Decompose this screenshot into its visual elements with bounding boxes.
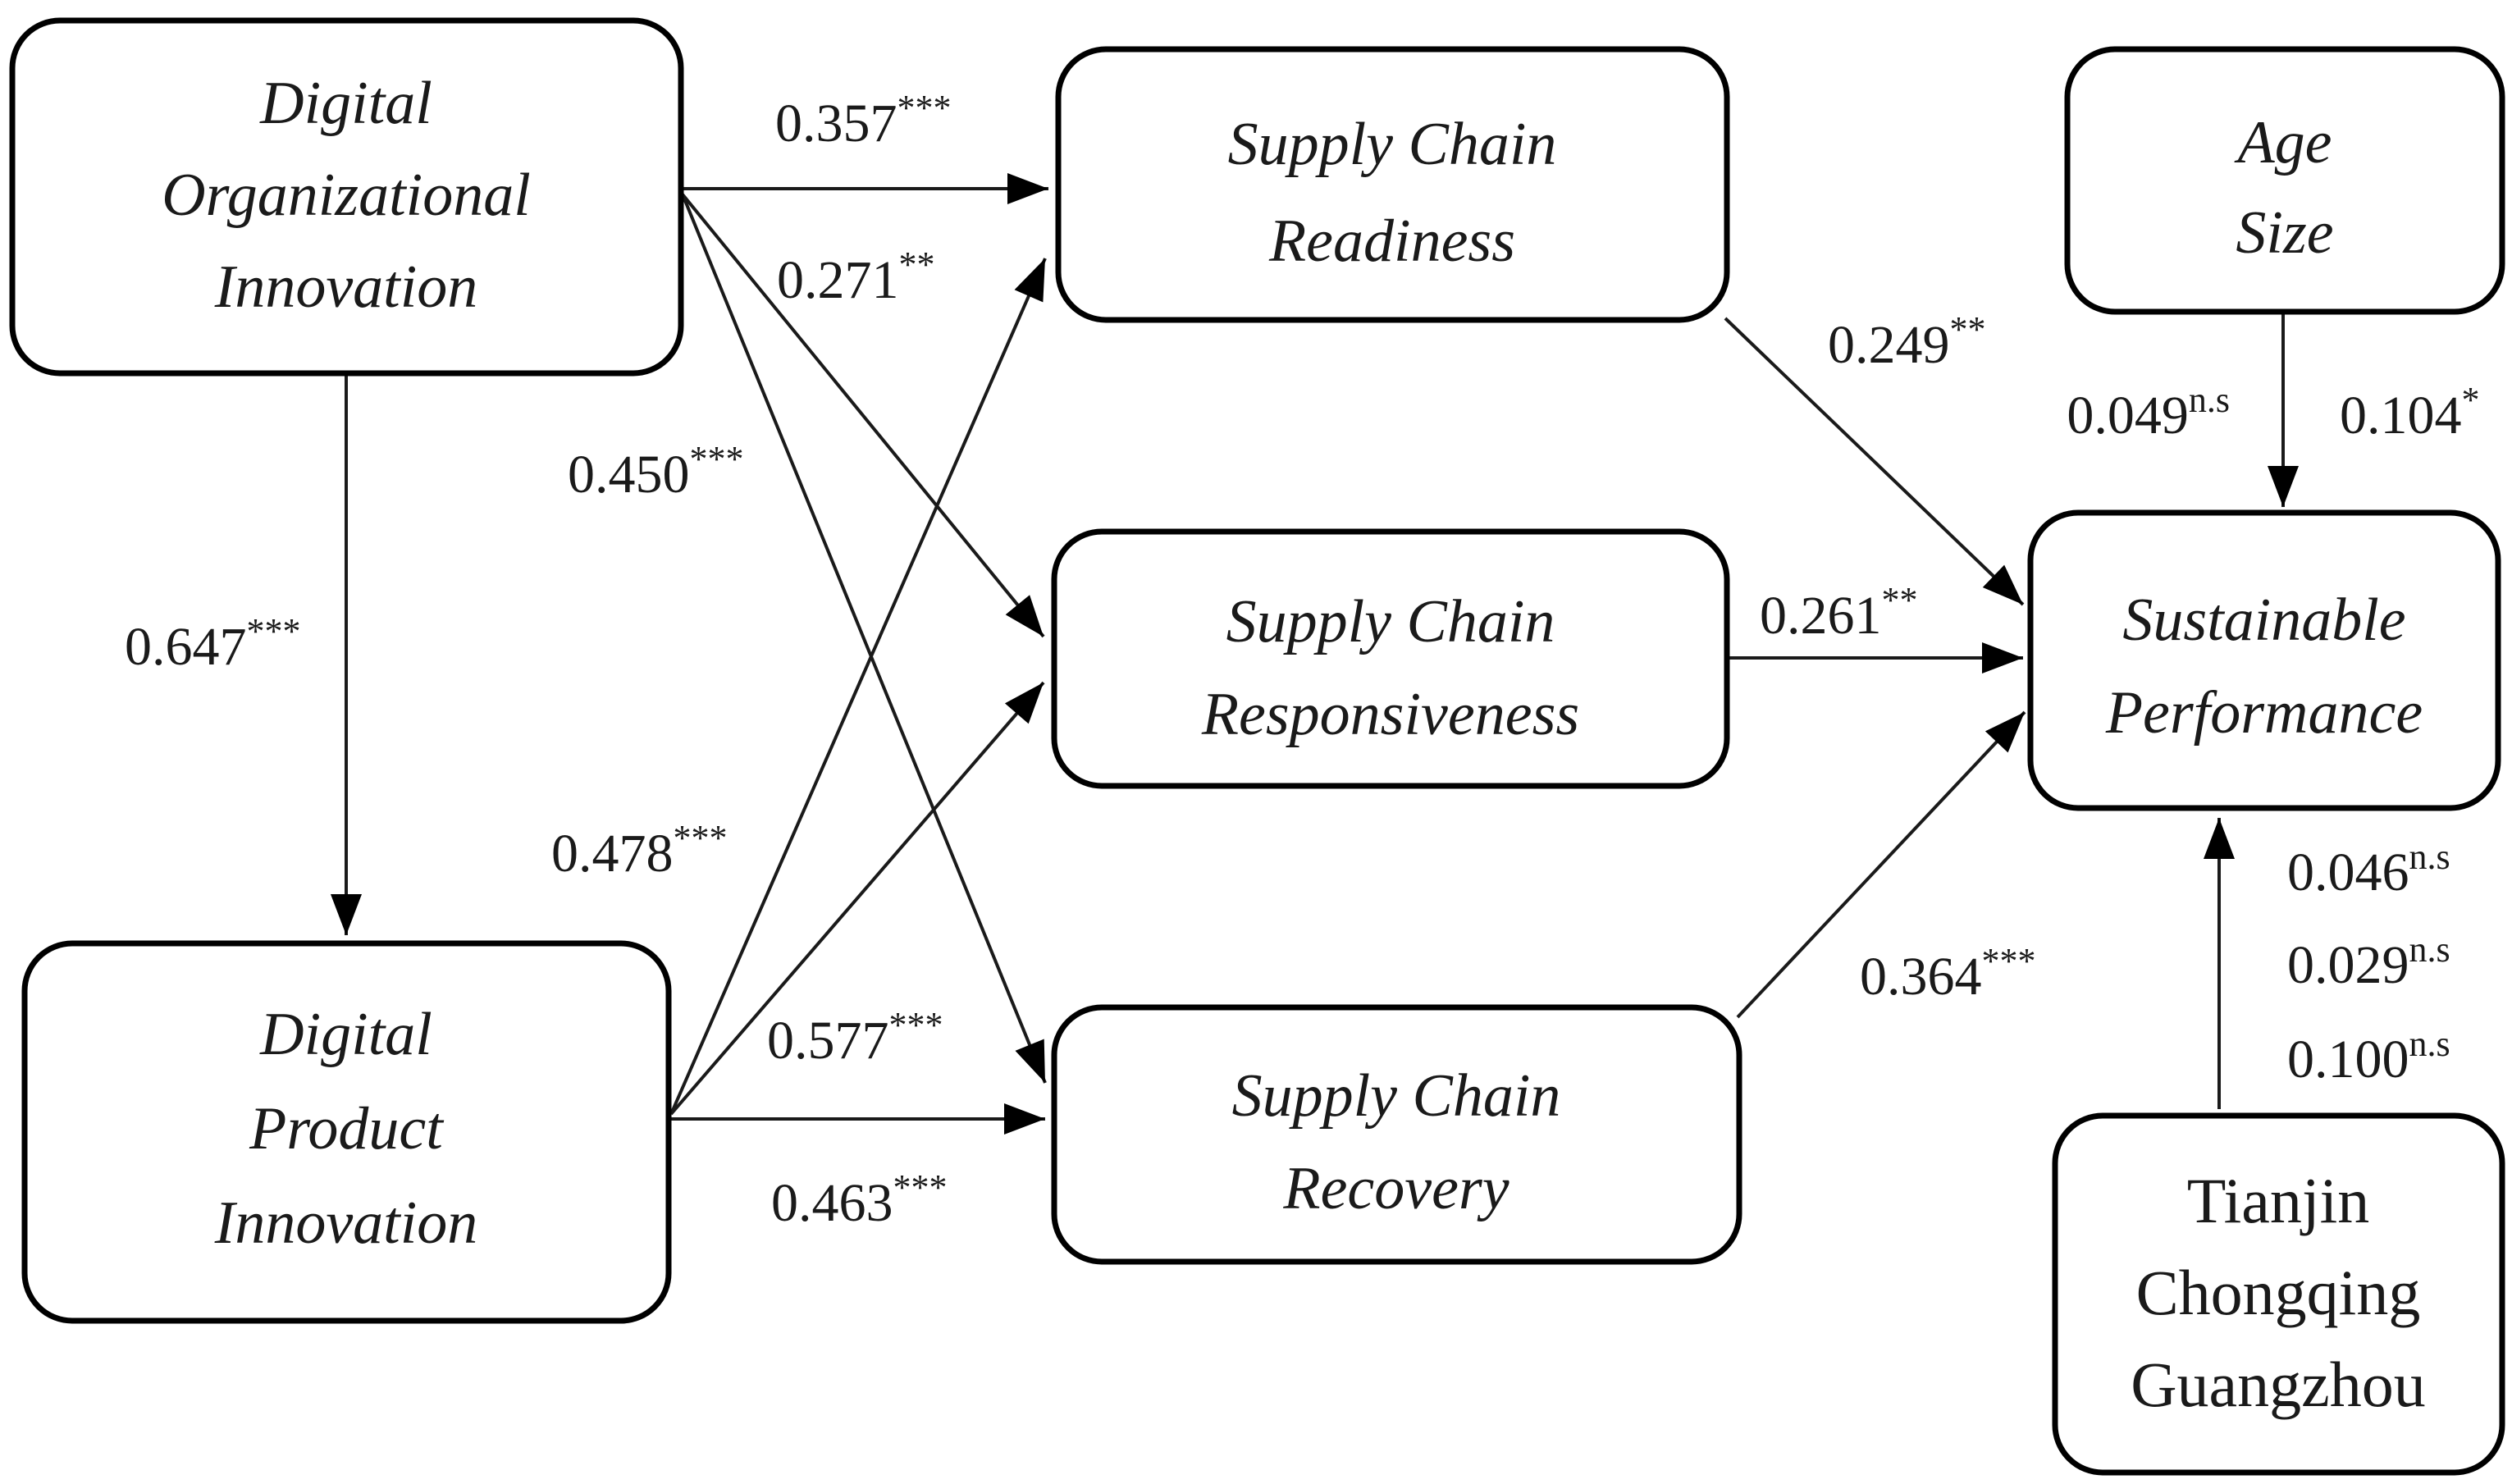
arrow-doi-to-responsiveness <box>681 193 1045 638</box>
node-label-line: Responsiveness <box>1201 681 1579 748</box>
node-label-line: Innovation <box>214 253 478 321</box>
arrows <box>331 173 2299 1135</box>
node-label-line: Guangzhou <box>2131 1349 2426 1420</box>
node-label-line: Performance <box>2105 679 2423 747</box>
coef-dpi-recovery: 0.463*** <box>771 1167 948 1233</box>
node-supply-chain-readiness: Supply Chain Readiness <box>1055 46 1730 323</box>
coef-tianjin-sp: 0.046n.s <box>2287 837 2450 902</box>
node-city-controls: Tianjin Chongqing Guangzhou <box>2052 1112 2505 1476</box>
node-label-line: Tianjin <box>2187 1165 2370 1236</box>
node-digital-product-innovation: Digital Product Innovation <box>21 940 672 1324</box>
node-label-line: Digital <box>259 1001 432 1068</box>
node-age-size: Age Size <box>2064 46 2505 315</box>
coef-doi-readiness: 0.357*** <box>775 88 952 153</box>
node-box-supply-chain-recovery <box>1051 1004 1742 1265</box>
node-box-age-size <box>2064 46 2505 315</box>
node-label-line: Readiness <box>1268 208 1515 275</box>
coef-recovery-sp: 0.364*** <box>1860 941 2036 1007</box>
node-label-line: Supply Chain <box>1226 588 1555 655</box>
coef-readiness-sp: 0.249** <box>1828 309 1986 375</box>
coef-guangzhou-sp: 0.100n.s <box>2287 1024 2450 1089</box>
coef-age-sp: 0.049n.s <box>2067 380 2230 445</box>
node-label-line: Recovery <box>1282 1155 1509 1222</box>
node-label-line: Supply Chain <box>1228 111 1557 178</box>
node-label-line: Organizational <box>162 162 531 229</box>
node-box-supply-chain-readiness <box>1055 46 1730 323</box>
coef-dpi-responsiveness: 0.577*** <box>767 1005 943 1071</box>
arrow-dpi-to-responsiveness <box>669 681 1045 1116</box>
node-label-line: Age <box>2233 109 2332 176</box>
coefficient-labels: 0.647*** 0.357*** 0.271** 0.450*** 0.478… <box>125 88 2480 1233</box>
node-box-digital-product-innovation <box>21 940 672 1324</box>
node-label-line: Size <box>2236 199 2333 267</box>
node-label-line: Chongqing <box>2136 1257 2421 1328</box>
node-supply-chain-recovery: Supply Chain Recovery <box>1051 1004 1742 1265</box>
coef-size-sp: 0.104* <box>2340 380 2480 445</box>
node-box-digital-organizational-innovation <box>9 17 684 377</box>
coef-chongqing-sp: 0.029n.s <box>2287 929 2450 995</box>
arrow-doi-to-recovery <box>681 194 1047 1084</box>
arrow-dpi-to-readiness <box>669 258 1047 1115</box>
node-box-sustainable-performance <box>2027 509 2501 811</box>
node-label-line: Supply Chain <box>1232 1062 1561 1130</box>
node-box-supply-chain-responsiveness <box>1051 528 1730 789</box>
coef-doi-responsiveness: 0.271** <box>777 244 935 310</box>
coef-responsiveness-sp: 0.261** <box>1760 580 1918 646</box>
node-label-line: Innovation <box>214 1189 478 1257</box>
node-supply-chain-responsiveness: Supply Chain Responsiveness <box>1051 528 1730 789</box>
node-label-line: Product <box>249 1095 445 1162</box>
coef-doi-dpi: 0.647*** <box>125 611 301 677</box>
node-box-city-controls <box>2052 1112 2505 1476</box>
node-sustainable-performance: Sustainable Performance <box>2027 509 2501 811</box>
arrow-recovery-to-sp <box>1736 710 2026 1019</box>
coef-dpi-readiness: 0.478*** <box>551 818 728 884</box>
node-label-line: Sustainable <box>2122 587 2405 654</box>
node-label-line: Digital <box>259 70 432 137</box>
coef-doi-recovery: 0.450*** <box>568 439 744 505</box>
node-digital-organizational-innovation: Digital Organizational Innovation <box>9 17 684 377</box>
arrow-readiness-to-sp <box>1724 317 2025 606</box>
